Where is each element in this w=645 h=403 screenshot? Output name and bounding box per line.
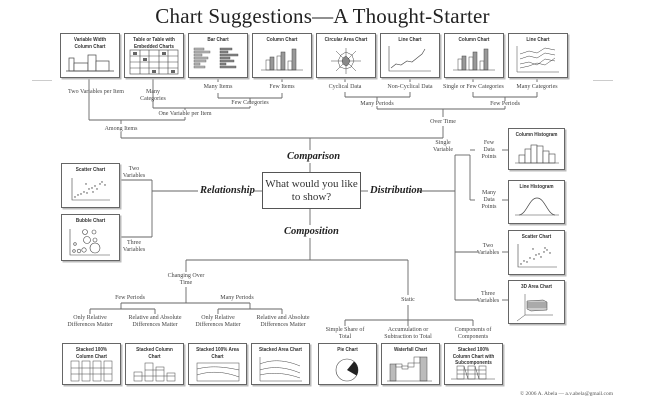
chart-card-line-histogram[interactable]: Line Histogram <box>508 180 565 224</box>
category-composition: Composition <box>284 226 339 237</box>
bubble-chart-icon <box>69 229 110 256</box>
label-only-relative-1: Only Relative Differences Matter <box>67 315 113 328</box>
chart-card-pie[interactable]: Pie Chart <box>318 343 377 385</box>
edge-mark <box>593 80 613 81</box>
variable-width-column-chart-icon <box>66 54 114 72</box>
label-cyclical-data: Cyclical Data <box>328 84 362 90</box>
label-single-or-few-categories: Single or Few Categories <box>443 84 504 90</box>
label-changing-over-time: Changing Over Time <box>167 273 205 286</box>
label-among-items: Among Items <box>104 126 138 132</box>
label-two-variables-dist: Two Variables <box>476 243 500 256</box>
stacked-column-chart-icon <box>133 362 176 382</box>
chart-card-multi-line[interactable]: Line Chart <box>508 33 568 78</box>
chart-card-waterfall[interactable]: Waterfall Chart <box>381 343 440 385</box>
chart-card-3d-area[interactable]: 3D Area Chart <box>508 280 565 324</box>
center-question-box: What would you like to show? <box>262 172 361 209</box>
label-few-items: Few Items <box>269 84 295 90</box>
label-many-data-points: Many Data Points <box>481 190 497 210</box>
chart-card-stacked-100-column-subcomponents[interactable]: Stacked 100% Column Chart with Subcompon… <box>444 343 503 385</box>
chart-card-scatter[interactable]: Scatter Chart <box>61 163 120 208</box>
line-histogram-icon <box>515 197 559 216</box>
column-chart-icon <box>261 48 303 71</box>
chart-card-table-embedded[interactable]: Table or Table with Embedded Charts <box>124 33 184 78</box>
chart-card-column-time[interactable]: Column Chart <box>444 33 504 78</box>
bar-chart-icon <box>193 47 239 69</box>
label-many-periods-comp: Many Periods <box>220 295 254 301</box>
3d-area-chart-icon <box>516 294 553 322</box>
label-two-variables: Two Variables <box>122 166 146 179</box>
label-few-periods: Few Periods <box>490 101 520 107</box>
label-many-periods: Many Periods <box>360 101 394 107</box>
category-distribution: Distribution <box>370 185 423 196</box>
stacked-100-column-chart-icon <box>70 360 113 382</box>
page-title: Chart Suggestions—A Thought-Starter <box>155 4 490 28</box>
chart-card-bubble[interactable]: Bubble Chart <box>61 214 120 261</box>
table-embedded-charts-icon <box>129 49 179 75</box>
stacked-100-column-subcomponents-icon <box>451 365 495 380</box>
label-one-variable-per-item: One Variable per Item <box>158 111 212 117</box>
edge-mark <box>32 80 52 81</box>
waterfall-chart-icon <box>387 356 432 382</box>
stacked-100-area-chart-icon <box>196 362 240 382</box>
label-many-categories-time: Many Categories <box>516 84 558 90</box>
scatter-chart-icon <box>71 178 110 201</box>
label-components: Components of Components <box>454 327 492 340</box>
chart-card-stacked-column[interactable]: Stacked Column Chart <box>125 343 184 385</box>
chart-card-scatter-distribution[interactable]: Scatter Chart <box>508 230 565 275</box>
label-over-time: Over Time <box>430 119 456 125</box>
multi-line-chart-icon <box>516 46 559 73</box>
column-histogram-icon <box>515 144 559 164</box>
label-relative-absolute-2: Relative and Absolute Differences Matter <box>256 315 310 328</box>
label-single-variable: Single Variable <box>433 140 453 153</box>
scatter-chart-icon <box>517 244 557 268</box>
category-comparison: Comparison <box>287 151 341 162</box>
label-many-categories: Many Categories <box>140 89 166 102</box>
chart-card-column-histogram[interactable]: Column Histogram <box>508 128 565 170</box>
label-relative-absolute-1: Relative and Absolute Differences Matter <box>128 315 182 328</box>
label-two-variables-per-item: Two Variables per Item <box>68 89 124 95</box>
circular-area-chart-icon <box>331 48 361 74</box>
label-three-variables-dist: Three Variables <box>476 291 500 304</box>
column-chart-icon <box>453 48 495 71</box>
chart-card-bar[interactable]: Bar Chart <box>188 33 248 78</box>
chart-card-circular-area[interactable]: Circular Area Chart <box>316 33 376 78</box>
line-chart-icon <box>388 46 431 72</box>
center-question: What would you like to show? <box>265 177 358 203</box>
label-three-variables: Three Variables <box>122 240 146 253</box>
label-non-cyclical-data: Non-Cyclical Data <box>387 84 433 90</box>
label-static: Static <box>401 297 415 303</box>
footer-copyright: © 2006 A. Abela — a.v.abela@gmail.com <box>519 391 613 397</box>
label-only-relative-2: Only Relative Differences Matter <box>195 315 241 328</box>
stacked-area-chart-icon <box>259 357 302 382</box>
category-relationship: Relationship <box>200 185 255 196</box>
label-few-periods-comp: Few Periods <box>115 295 145 301</box>
chart-card-stacked-area[interactable]: Stacked Area Chart <box>251 343 310 385</box>
chart-card-line[interactable]: Line Chart <box>380 33 440 78</box>
chart-card-column[interactable]: Column Chart <box>252 33 312 78</box>
label-few-categories: Few Categories <box>231 100 269 106</box>
pie-chart-icon <box>335 358 359 382</box>
chart-card-variable-width-column[interactable]: Variable Width Column Chart <box>60 33 120 78</box>
chart-card-stacked-100-area[interactable]: Stacked 100% Area Chart <box>188 343 247 385</box>
label-few-data-points: Few Data Points <box>481 140 497 160</box>
chart-card-stacked-100-column[interactable]: Stacked 100% Column Chart <box>62 343 121 385</box>
label-simple-share: Simple Share of Total <box>325 327 365 340</box>
label-many-items: Many Items <box>203 84 233 90</box>
label-accumulation: Accumulation or Subtraction to Total <box>384 327 432 340</box>
